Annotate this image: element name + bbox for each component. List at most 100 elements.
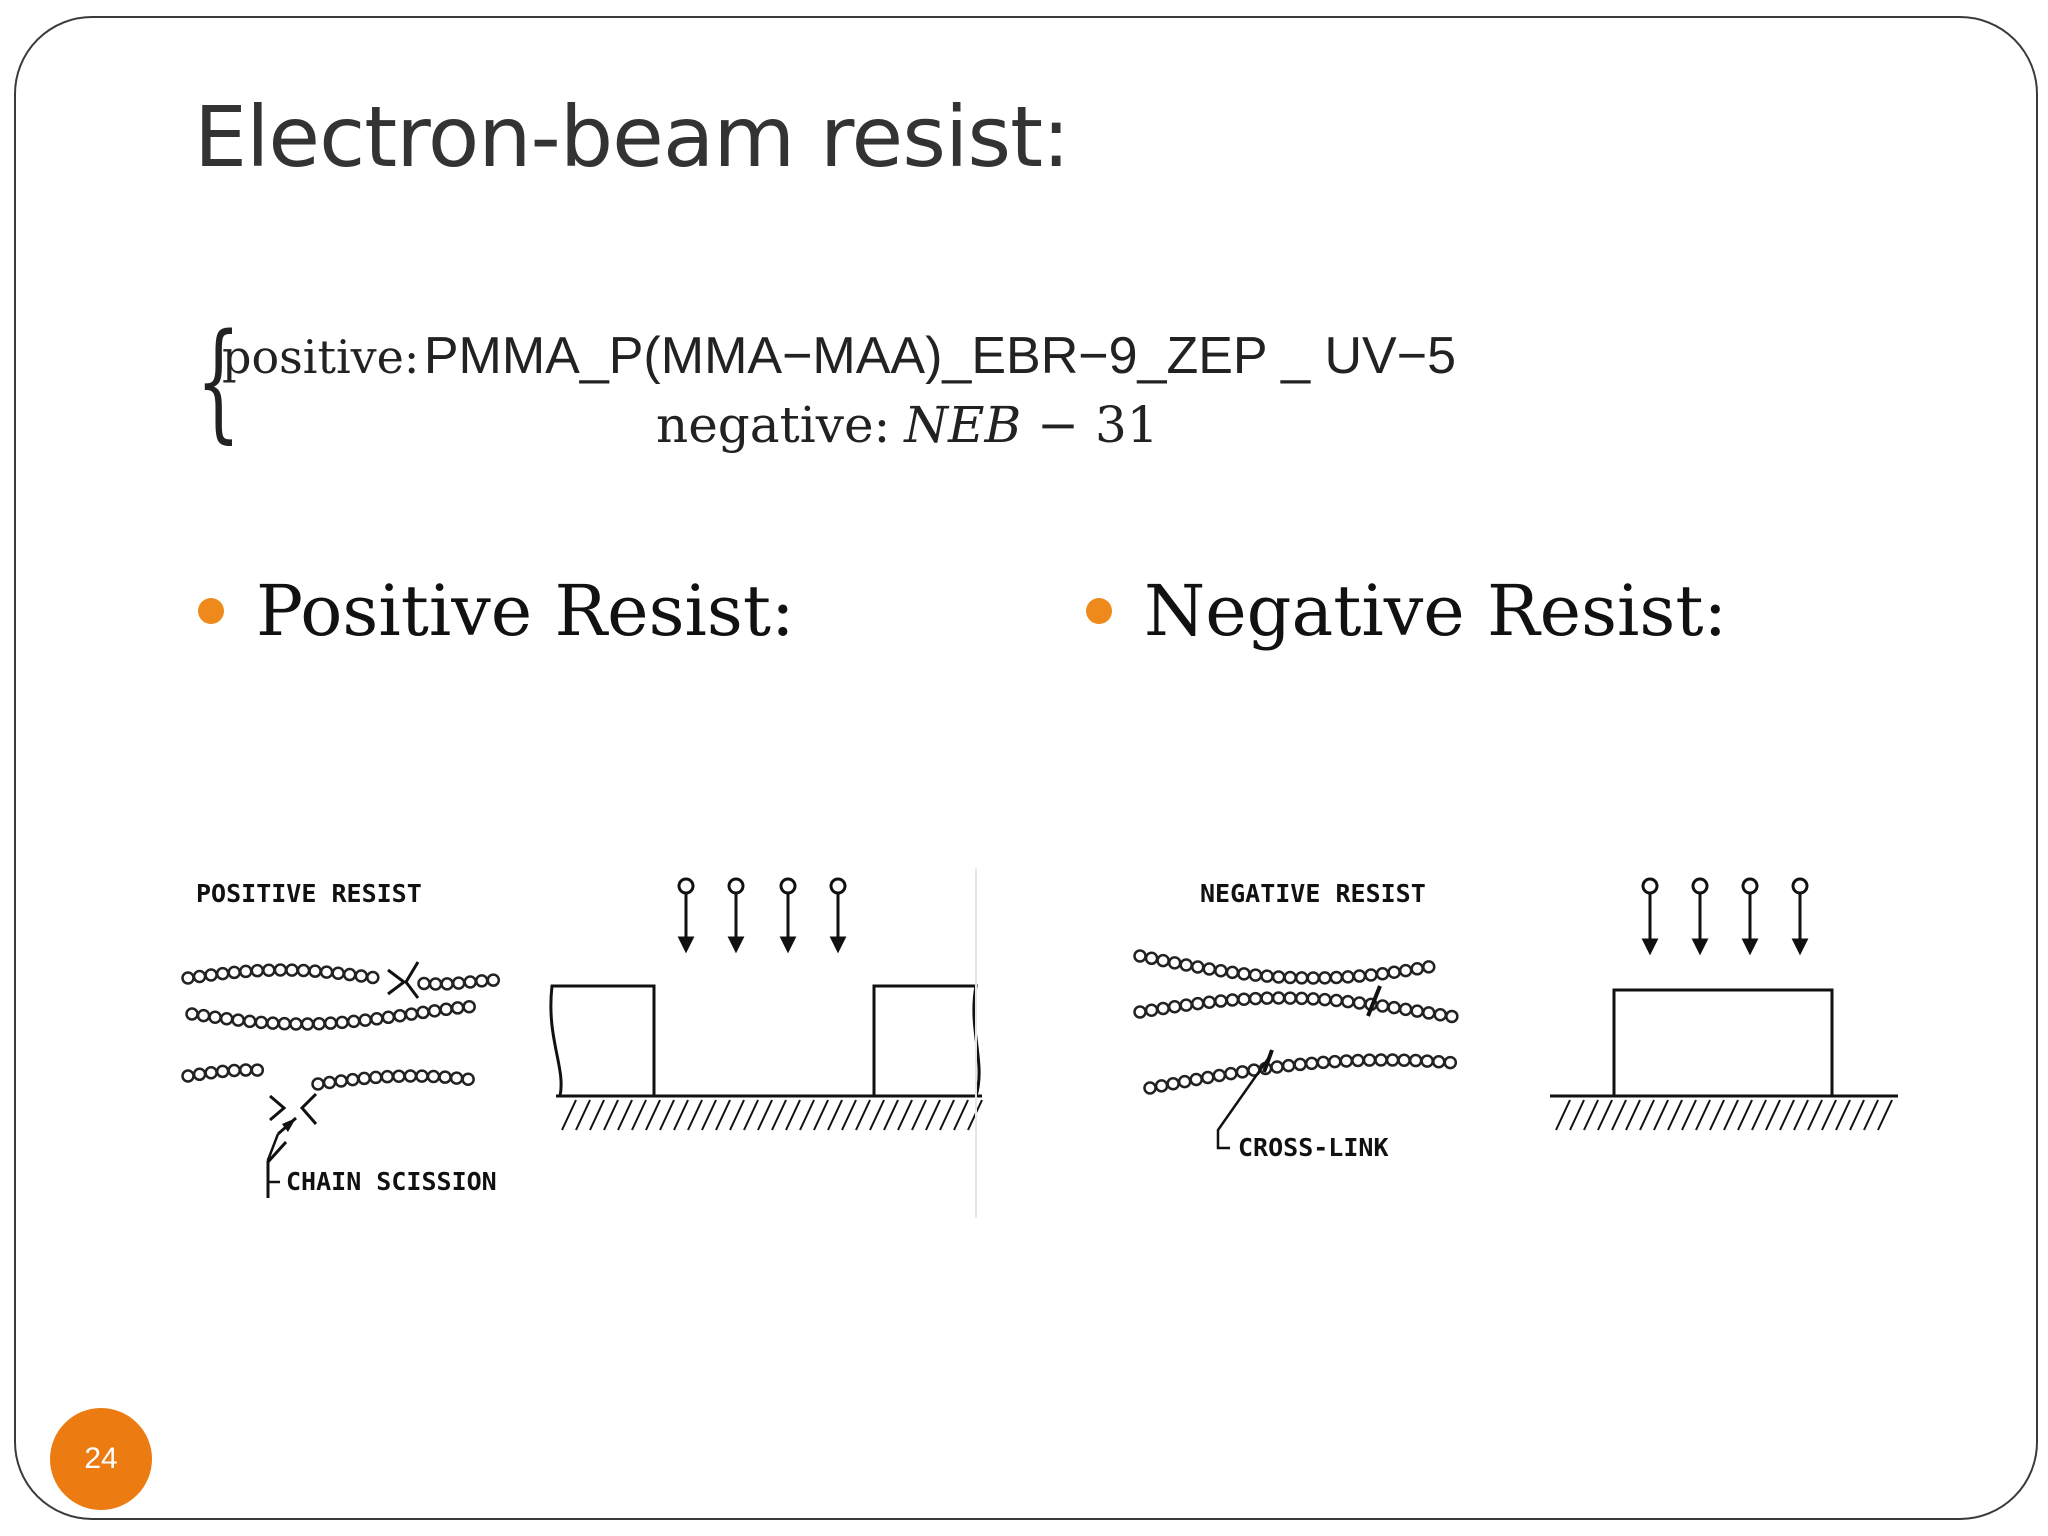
polymer-bead bbox=[1281, 1058, 1296, 1073]
electron-beam-source bbox=[1641, 877, 1659, 895]
polymer-bead bbox=[262, 963, 276, 977]
equation-positive-line: positive: PMMA_P(MMA−MAA)_EBR−9_ZEP _ UV… bbox=[222, 326, 1456, 386]
hatch-line bbox=[701, 1099, 717, 1131]
hatch-line bbox=[1709, 1099, 1725, 1131]
polymer-bead bbox=[426, 1069, 441, 1084]
electron-beam-source bbox=[779, 877, 797, 895]
hatch-line bbox=[1807, 1099, 1823, 1131]
electron-beam-arrowhead bbox=[779, 936, 797, 954]
polymer-bead bbox=[239, 1063, 253, 1077]
polymer-bead bbox=[204, 1065, 218, 1080]
polymer-bead bbox=[1202, 962, 1217, 976]
bullet-dot-negative bbox=[1086, 598, 1112, 624]
polymer-bead bbox=[1329, 993, 1344, 1008]
polymer-bead bbox=[1191, 996, 1205, 1011]
polymer-bead bbox=[450, 1001, 465, 1015]
polymer-bead bbox=[1445, 1009, 1459, 1024]
electron-beam-arrowhead bbox=[1641, 938, 1659, 956]
hatch-line bbox=[673, 1099, 689, 1131]
polymer-bead bbox=[370, 1012, 384, 1026]
polymer-bead bbox=[1225, 993, 1240, 1007]
polymer-bead bbox=[1214, 994, 1228, 1008]
equation-negative-line: negative: NEB − 31 bbox=[656, 396, 1159, 454]
hatch-line bbox=[1793, 1099, 1809, 1131]
polymer-bead bbox=[416, 1005, 430, 1020]
negative-polymer-chains bbox=[1133, 949, 1459, 1095]
negative-value-number: − 31 bbox=[1021, 396, 1159, 454]
negative-diagram-heading: NEGATIVE RESIST bbox=[1200, 879, 1426, 908]
polymer-bead bbox=[404, 1007, 419, 1021]
hatch-line bbox=[1667, 1099, 1683, 1131]
scission-leader-line bbox=[266, 1133, 280, 1184]
polymer-bead bbox=[311, 1077, 325, 1091]
polymer-bead bbox=[1271, 970, 1286, 984]
polymer-bead bbox=[192, 1067, 207, 1082]
hatch-line bbox=[1583, 1099, 1599, 1131]
polymer-bead bbox=[231, 1013, 245, 1027]
polymer-bead bbox=[254, 1015, 269, 1030]
positive-polymer-chains bbox=[181, 963, 501, 1091]
polymer-bead bbox=[334, 1074, 348, 1088]
hatch-line bbox=[603, 1099, 619, 1131]
polymer-bead bbox=[1422, 960, 1436, 974]
hatch-line bbox=[1835, 1099, 1851, 1131]
polymer-bead bbox=[1398, 1002, 1413, 1017]
polymer-bead bbox=[1191, 960, 1205, 974]
polymer-bead bbox=[1283, 970, 1297, 985]
polymer-bead bbox=[323, 1016, 338, 1030]
page-number-badge: 24 bbox=[50, 1408, 152, 1510]
hatch-line bbox=[659, 1099, 675, 1131]
polymer-bead bbox=[192, 969, 207, 984]
polymer-bead bbox=[380, 1069, 395, 1084]
polymer-bead bbox=[366, 970, 380, 985]
polymer-bead bbox=[1156, 953, 1170, 968]
polymer-bead bbox=[1283, 991, 1297, 1005]
polymer-bead bbox=[357, 1071, 371, 1086]
negative-resist-diagram: NEGATIVE RESIST CROSS-LINK bbox=[1133, 877, 1898, 1162]
polymer-bead bbox=[415, 1069, 429, 1083]
polymer-bead bbox=[1341, 970, 1355, 984]
hatch-line bbox=[953, 1099, 969, 1131]
polymer-bead bbox=[475, 974, 489, 988]
polymer-bead bbox=[215, 1064, 230, 1079]
hatch-line bbox=[1765, 1099, 1781, 1131]
polymer-bead bbox=[273, 963, 288, 977]
hatch-line bbox=[617, 1099, 633, 1131]
polymer-bead bbox=[289, 1017, 303, 1031]
positive-diagram-heading: POSITIVE RESIST bbox=[196, 879, 422, 908]
bullet-dot-positive bbox=[198, 598, 224, 624]
hatch-line bbox=[1821, 1099, 1837, 1131]
hatch-line bbox=[1611, 1099, 1627, 1131]
electron-beam-source bbox=[829, 877, 847, 895]
polymer-bead bbox=[250, 1063, 265, 1077]
polymer-bead bbox=[1201, 1070, 1215, 1085]
positive-label: positive: bbox=[222, 330, 420, 384]
polymer-bead bbox=[1352, 996, 1367, 1010]
polymer-bead bbox=[346, 1014, 361, 1029]
polymer-bead bbox=[1166, 1076, 1180, 1091]
polymer-bead bbox=[1397, 1053, 1411, 1067]
polymer-bead bbox=[322, 1075, 337, 1090]
polymer-bead bbox=[1318, 992, 1332, 1007]
polymer-bead bbox=[439, 1002, 453, 1017]
polymer-bead bbox=[239, 964, 253, 979]
electron-beam-arrowhead bbox=[1791, 938, 1809, 956]
polymer-bead bbox=[227, 1063, 241, 1078]
slide-title: Electron-beam resist: bbox=[194, 88, 1070, 186]
polymer-bead bbox=[1329, 970, 1344, 985]
slide: Electron-beam resist: { positive: PMMA_P… bbox=[14, 16, 2038, 1520]
positive-value: PMMA_P(MMA−MAA)_EBR−9_ZEP _ UV−5 bbox=[423, 327, 1457, 385]
negative-electron-beams bbox=[1641, 877, 1809, 956]
negative-value-variable: NEB bbox=[904, 396, 1022, 454]
polymer-bead bbox=[1154, 1079, 1169, 1093]
polymer-bead bbox=[1387, 1000, 1401, 1015]
polymer-bead bbox=[1294, 971, 1309, 985]
hatch-line bbox=[1681, 1099, 1697, 1131]
polymer-bead bbox=[1212, 1068, 1227, 1083]
polymer-bead bbox=[308, 964, 322, 978]
negative-diagram-annotation: CROSS-LINK bbox=[1238, 1133, 1389, 1162]
hatch-line bbox=[589, 1099, 605, 1131]
hatch-line bbox=[715, 1099, 731, 1131]
polymer-bead bbox=[392, 1069, 406, 1083]
polymer-bead bbox=[381, 1010, 396, 1025]
